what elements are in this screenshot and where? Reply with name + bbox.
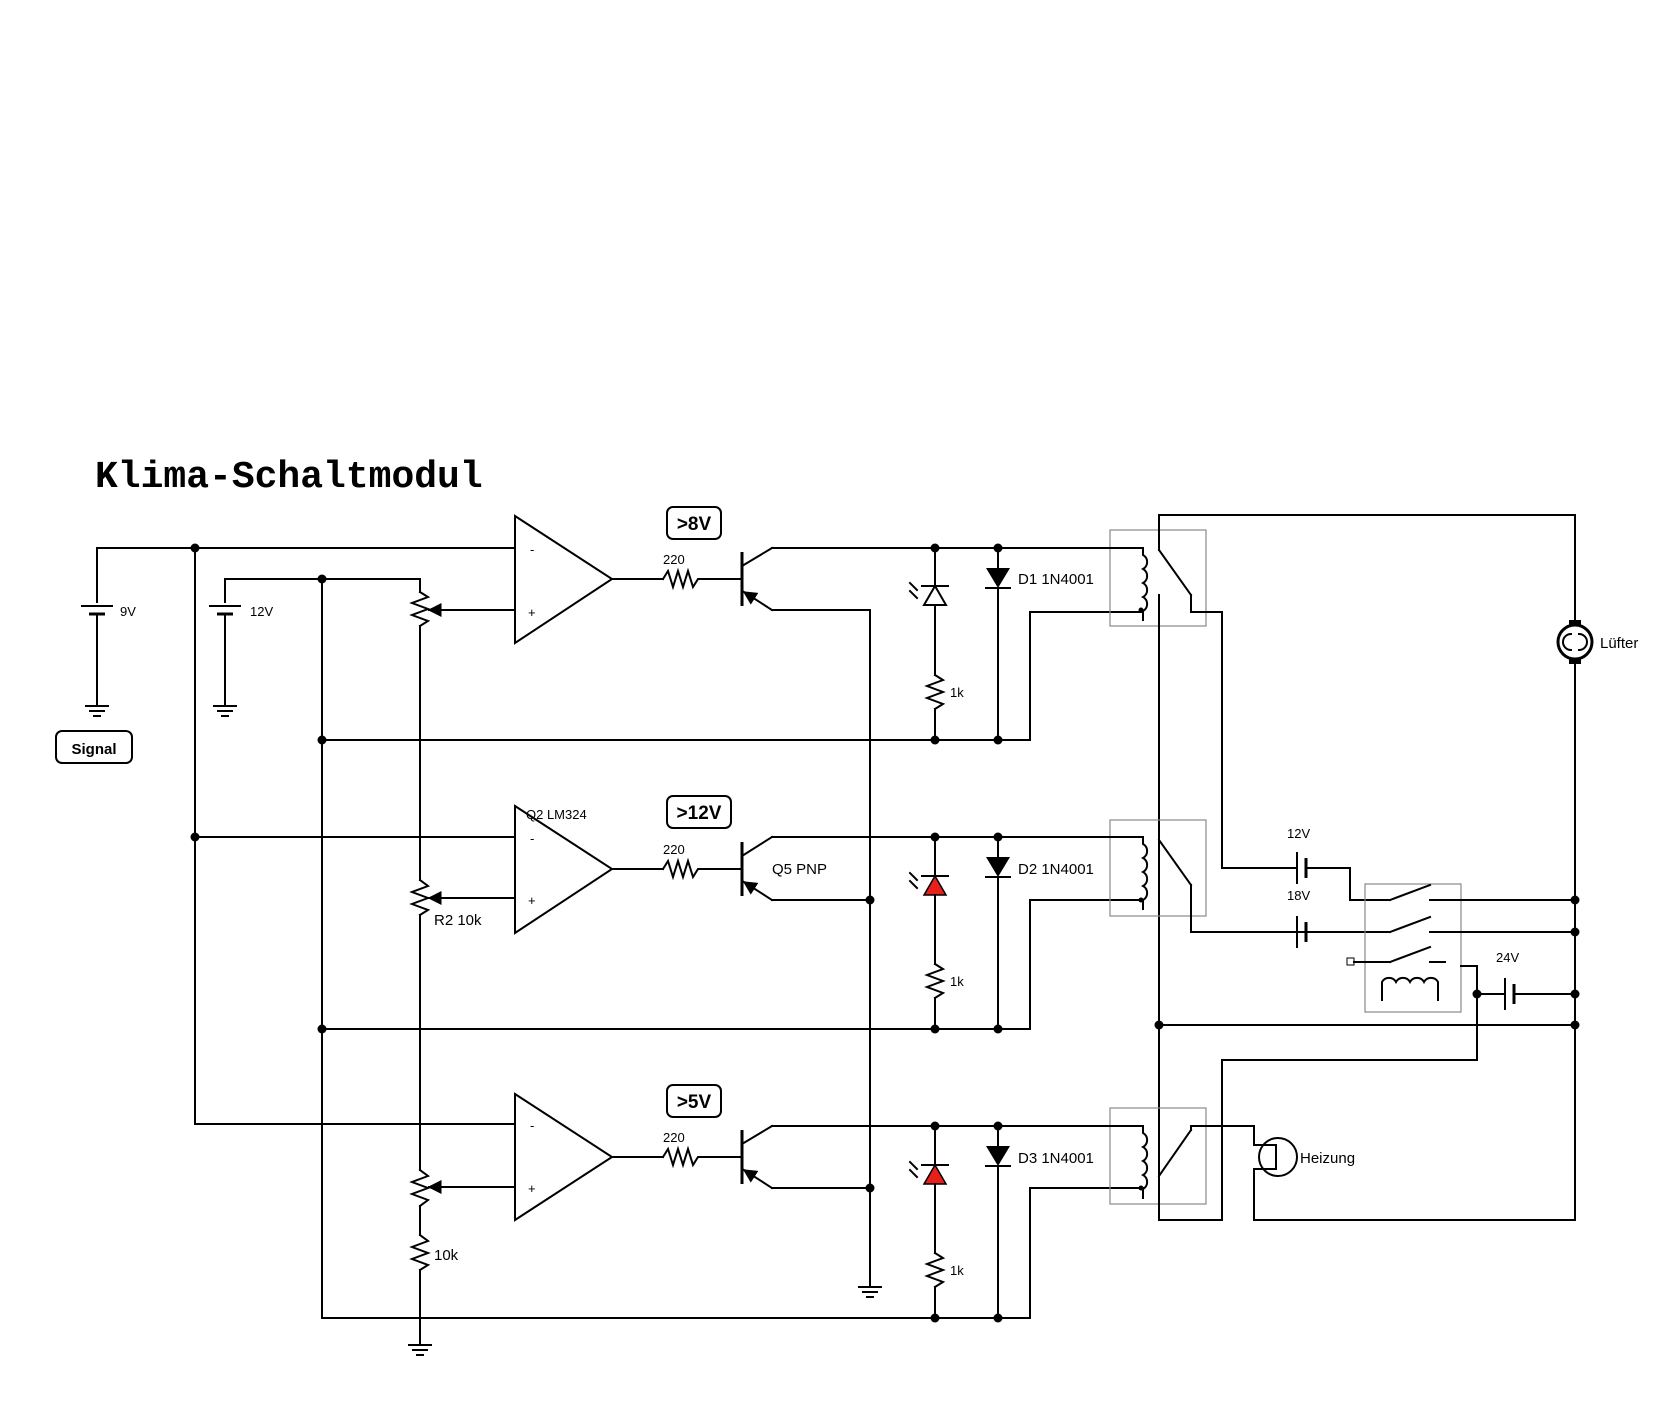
ground-emitters xyxy=(858,1286,882,1298)
source-12v-right: 12V xyxy=(1221,611,1376,901)
relay-1 xyxy=(1026,514,1223,1188)
transistor-label: Q5 PNP xyxy=(772,861,827,878)
led-2-on xyxy=(922,874,948,896)
svg-text:1k: 1k xyxy=(950,1263,964,1278)
potentiometer-2: R2 10k xyxy=(409,878,501,1171)
svg-text:220: 220 xyxy=(663,842,685,857)
led-1-off xyxy=(922,584,948,606)
relay-triple xyxy=(1346,883,1576,1013)
base-resistor-1: 220 xyxy=(661,552,741,591)
stage-3-led-diode: 1k D3 1N4001 xyxy=(321,1121,1144,1323)
svg-text:220: 220 xyxy=(663,1130,685,1145)
base-resistor-2: 220 xyxy=(661,842,741,881)
potentiometer-1 xyxy=(409,578,501,881)
svg-text:>8V: >8V xyxy=(677,514,712,535)
junction xyxy=(190,832,200,842)
svg-text:+: + xyxy=(528,1181,536,1196)
diode-2 xyxy=(986,857,1010,877)
threshold-badge-12v: >12V xyxy=(666,795,732,829)
page-title: Klima-Schaltmodul xyxy=(95,456,483,499)
battery-12v-label: 12V xyxy=(250,604,273,619)
svg-text:18V: 18V xyxy=(1287,888,1310,903)
transistor-1 xyxy=(740,546,936,1288)
stage-2-led-diode: 1k D2 1N4001 xyxy=(321,832,1144,1034)
fan-motor: Lüfter xyxy=(1556,620,1638,664)
svg-text:-: - xyxy=(530,831,534,846)
svg-text:24V: 24V xyxy=(1496,950,1519,965)
opamp-1: - + xyxy=(499,514,664,645)
fan-label: Lüfter xyxy=(1600,635,1638,652)
diode-1 xyxy=(986,568,1010,588)
opamp-3: - + xyxy=(499,1092,664,1222)
svg-text:D1 1N4001: D1 1N4001 xyxy=(1018,571,1094,588)
threshold-badge-8v: >8V xyxy=(666,506,722,540)
svg-text:>5V: >5V xyxy=(677,1092,712,1113)
opamp-2-label: Q2 LM324 xyxy=(526,807,587,822)
svg-text:12V: 12V xyxy=(1287,826,1310,841)
svg-text:D3 1N4001: D3 1N4001 xyxy=(1018,1150,1094,1167)
signal-badge: Signal xyxy=(55,730,133,764)
svg-text:>12V: >12V xyxy=(677,803,722,824)
source-18v: 18V xyxy=(1255,888,1376,948)
heater: Heizung xyxy=(1221,1125,1576,1221)
resistor-10k: 10k xyxy=(408,1233,459,1356)
battery-9v: 9V xyxy=(81,547,196,717)
svg-text:1k: 1k xyxy=(950,685,964,700)
heater-label: Heizung xyxy=(1300,1150,1355,1167)
stage-1-led-diode: 1k D1 1N4001 xyxy=(321,543,1144,745)
battery-9v-label: 9V xyxy=(120,604,136,619)
svg-text:220: 220 xyxy=(663,552,685,567)
transistor-2: Q5 PNP xyxy=(740,835,936,905)
opamp-2: - + Q2 LM324 xyxy=(499,804,664,935)
relay-3 xyxy=(1026,1059,1223,1221)
svg-text:-: - xyxy=(530,1118,534,1133)
svg-text:1k: 1k xyxy=(950,974,964,989)
led-3-on xyxy=(922,1163,948,1185)
source-24v: 24V xyxy=(1472,950,1580,1010)
pot-2-label: R2 10k xyxy=(434,912,482,929)
potentiometer-3 xyxy=(409,1168,501,1236)
opamp-1-plus: + xyxy=(528,605,536,620)
threshold-badge-5v: >5V xyxy=(666,1084,722,1118)
battery-12v: 12V xyxy=(209,578,323,717)
svg-text:Signal: Signal xyxy=(71,741,116,758)
opamp-1-minus: - xyxy=(530,542,534,557)
junction xyxy=(190,543,200,553)
base-resistor-3: 220 xyxy=(661,1130,741,1169)
resistor-10k-label: 10k xyxy=(434,1247,459,1264)
transistor-3 xyxy=(740,1124,936,1193)
svg-text:+: + xyxy=(528,893,536,908)
svg-text:D2 1N4001: D2 1N4001 xyxy=(1018,861,1094,878)
diode-3 xyxy=(986,1146,1010,1166)
